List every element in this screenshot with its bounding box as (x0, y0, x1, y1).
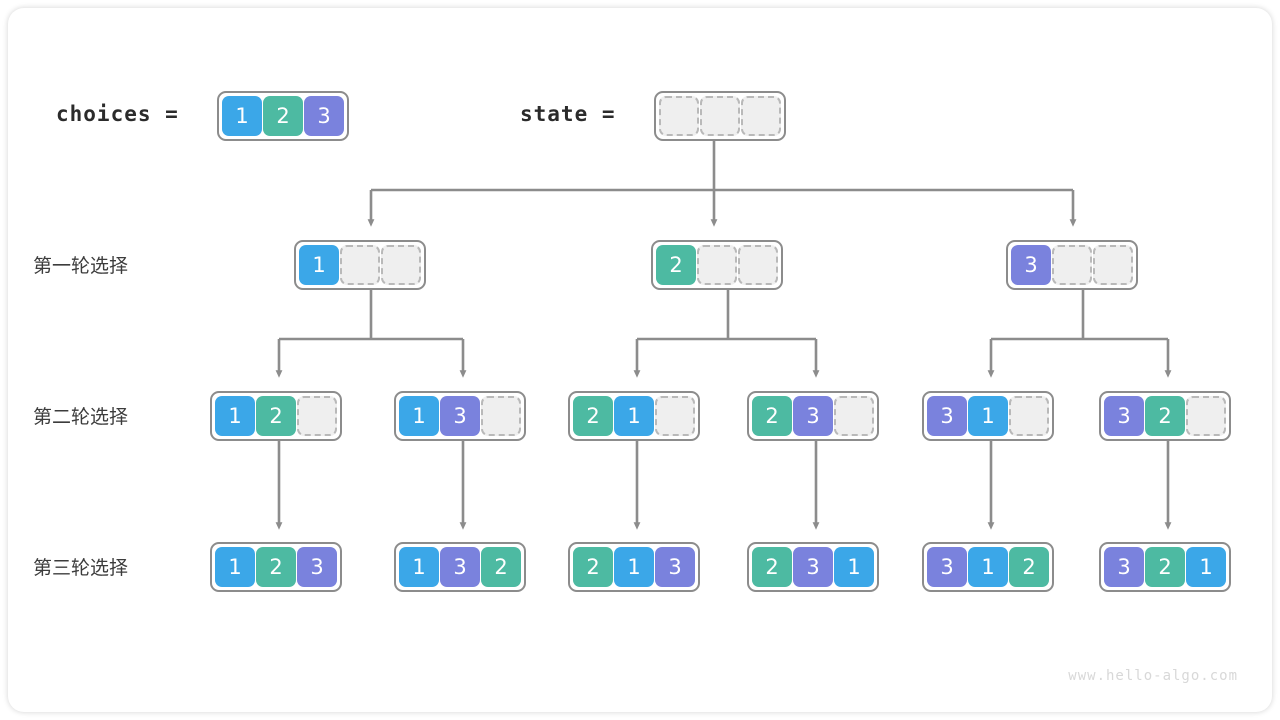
level2-5-cell-1: 2 (1145, 396, 1185, 436)
level3-5-cell-1: 2 (1145, 547, 1185, 587)
level3-3-cell-1: 3 (793, 547, 833, 587)
level2-4-cell-0: 3 (927, 396, 967, 436)
level1-0-cell-0: 1 (299, 245, 339, 285)
level3-2-cell-2: 3 (655, 547, 695, 587)
state-empty-cell-2 (741, 96, 781, 136)
level1-1-empty-cell-2 (738, 245, 778, 285)
level3-5-cell-0: 3 (1104, 547, 1144, 587)
level3-0-cell-2: 3 (297, 547, 337, 587)
level2-3-empty-cell-2 (834, 396, 874, 436)
row-label-round-3: 第三轮选择 (33, 557, 129, 579)
level3-3-cell-0: 2 (752, 547, 792, 587)
tree-node-level1-1: 2 (651, 240, 783, 290)
level2-0-empty-cell-2 (297, 396, 337, 436)
level1-2-cell-0: 3 (1011, 245, 1051, 285)
choices-cell-2: 3 (304, 96, 344, 136)
level1-1-empty-cell-1 (697, 245, 737, 285)
level2-5-cell-0: 3 (1104, 396, 1144, 436)
row-label-round-1: 第一轮选择 (33, 255, 129, 277)
tree-node-level1-2: 3 (1006, 240, 1138, 290)
level3-1-cell-0: 1 (399, 547, 439, 587)
level2-2-empty-cell-2 (655, 396, 695, 436)
state-array (654, 91, 786, 141)
level3-4-cell-2: 2 (1009, 547, 1049, 587)
tree-node-level1-0: 1 (294, 240, 426, 290)
level3-5-cell-2: 1 (1186, 547, 1226, 587)
level3-2-cell-1: 1 (614, 547, 654, 587)
state-empty-cell-0 (659, 96, 699, 136)
level2-3-cell-1: 3 (793, 396, 833, 436)
level1-0-empty-cell-2 (381, 245, 421, 285)
choices-label: choices = (56, 102, 179, 126)
watermark: www.hello-algo.com (1068, 668, 1238, 684)
level2-4-empty-cell-2 (1009, 396, 1049, 436)
level2-3-cell-0: 2 (752, 396, 792, 436)
choices-cell-1: 2 (263, 96, 303, 136)
level1-2-empty-cell-1 (1052, 245, 1092, 285)
level1-1-cell-0: 2 (656, 245, 696, 285)
level3-2-cell-0: 2 (573, 547, 613, 587)
level2-2-cell-1: 1 (614, 396, 654, 436)
level1-0-empty-cell-1 (340, 245, 380, 285)
level2-0-cell-0: 1 (215, 396, 255, 436)
level3-0-cell-1: 2 (256, 547, 296, 587)
level2-1-cell-1: 3 (440, 396, 480, 436)
level1-2-empty-cell-2 (1093, 245, 1133, 285)
level2-2-cell-0: 2 (573, 396, 613, 436)
level3-3-cell-2: 1 (834, 547, 874, 587)
level3-1-cell-1: 3 (440, 547, 480, 587)
level3-1-cell-2: 2 (481, 547, 521, 587)
level3-4-cell-1: 1 (968, 547, 1008, 587)
row-label-round-2: 第二轮选择 (33, 406, 129, 428)
level2-5-empty-cell-2 (1186, 396, 1226, 436)
level2-1-cell-0: 1 (399, 396, 439, 436)
level2-0-cell-1: 2 (256, 396, 296, 436)
level3-4-cell-0: 3 (927, 547, 967, 587)
tree-connectors (275, 133, 1172, 530)
choices-cell-0: 1 (222, 96, 262, 136)
state-label: state = (520, 102, 616, 126)
level2-1-empty-cell-2 (481, 396, 521, 436)
level2-4-cell-1: 1 (968, 396, 1008, 436)
state-empty-cell-1 (700, 96, 740, 136)
level3-0-cell-0: 1 (215, 547, 255, 587)
